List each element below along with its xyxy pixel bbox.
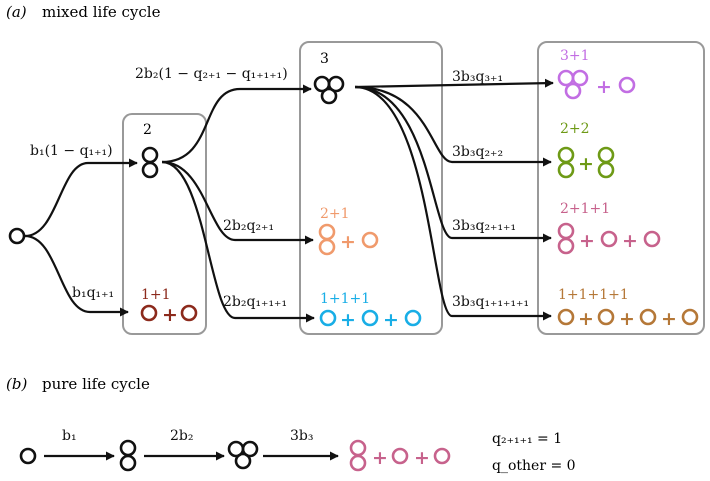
arrow-1-to-1p1 (24, 234, 129, 317)
plus-sign: + (372, 447, 388, 469)
organism-three-cells (313, 75, 345, 105)
edge-label-3b3-q1111: 3b₃q₁₊₁₊₁₊₁ (452, 294, 529, 310)
outcome-1p1p1 (319, 309, 422, 327)
outcome-2p1p1 (557, 222, 661, 255)
outcome-1p1 (140, 304, 198, 322)
panel-b-title: pure life cycle (42, 375, 150, 393)
arrow-3-to-1p1p1p1 (354, 85, 552, 321)
panel-b-label: (b) (6, 375, 27, 393)
edge-label-2b2-q21: 2b₂q₂₊₁ (223, 218, 274, 234)
outcome-label-3p1: 3+1 (560, 48, 590, 64)
arrow-3-to-3p1 (354, 78, 554, 89)
organism-two-cells (119, 439, 137, 472)
plus-sign: + (622, 230, 638, 252)
plus-sign: + (619, 308, 635, 330)
edge-label-b1-q11: b₁q₁₊₁ (72, 285, 114, 301)
arrow-2-to-2p1 (161, 160, 314, 245)
group-box-4 (537, 41, 705, 335)
arrow-2-to-1p1p1 (161, 160, 315, 323)
organism-single-cell (19, 447, 37, 465)
arrow-2-to-3 (161, 84, 312, 164)
plus-sign: + (596, 76, 612, 98)
edge-label-3b3: 3b₃ (290, 428, 313, 444)
plus-sign: + (340, 309, 356, 331)
plus-sign: + (340, 231, 356, 253)
edge-label-2b2: 2b₂ (170, 428, 193, 444)
outcome-label-1p1p1: 1+1+1 (320, 291, 370, 307)
plus-sign: + (162, 304, 178, 326)
organism-single-cell (8, 227, 26, 245)
outcome-1p1p1p1 (557, 308, 699, 326)
outcome-label-2p2: 2+2 (560, 121, 590, 137)
outcome-2p2 (557, 146, 615, 179)
equation-q2p1p1: q₂₊₁₊₁ = 1 (492, 431, 562, 447)
edge-label-2b2-1-minus-q: 2b₂(1 − q₂₊₁ − q₁₊₁₊₁) (135, 66, 288, 82)
edge-label-3b3-q22: 3b₃q₂₊₂ (452, 144, 503, 160)
plus-sign: + (383, 309, 399, 331)
edge-label-2b2-q111: 2b₂q₁₊₁₊₁ (223, 294, 287, 310)
outcome-2p1p1-pure (349, 439, 451, 472)
edge-label-3b3-q211: 3b₃q₂₊₁₊₁ (452, 218, 516, 234)
arrow-3-to-2p1p1 (354, 85, 552, 243)
edge-label-b1: b₁ (62, 428, 77, 444)
panel-a-title: mixed life cycle (42, 3, 161, 21)
plus-sign: + (578, 308, 594, 330)
outcome-label-2p1: 2+1 (320, 206, 350, 222)
outcome-2p1 (318, 223, 379, 256)
equation-q-other: q_other = 0 (492, 458, 576, 474)
organism-two-cells (141, 146, 159, 179)
group-label-3: 3 (320, 51, 329, 67)
outcome-label-2p1p1: 2+1+1 (560, 201, 610, 217)
arrow-1-to-2 (24, 158, 138, 238)
plus-sign: + (414, 447, 430, 469)
organism-three-cells (227, 440, 259, 470)
arrow-3-to-2p2 (354, 85, 552, 167)
outcome-label-1p1: 1+1 (141, 287, 171, 303)
outcome-label-1p1p1p1: 1+1+1+1 (558, 287, 629, 303)
group-box-3 (299, 41, 443, 335)
outcome-3p1 (557, 69, 636, 100)
plus-sign: + (579, 230, 595, 252)
edge-label-3b3-q31: 3b₃q₃₊₁ (452, 69, 503, 85)
plus-sign: + (661, 308, 677, 330)
panel-a-label: (a) (6, 3, 27, 21)
group-label-2: 2 (143, 122, 152, 138)
plus-sign: + (578, 153, 594, 175)
edge-label-b1-1-minus-q: b₁(1 − q₁₊₁) (30, 143, 113, 159)
group-box-2 (122, 113, 207, 335)
